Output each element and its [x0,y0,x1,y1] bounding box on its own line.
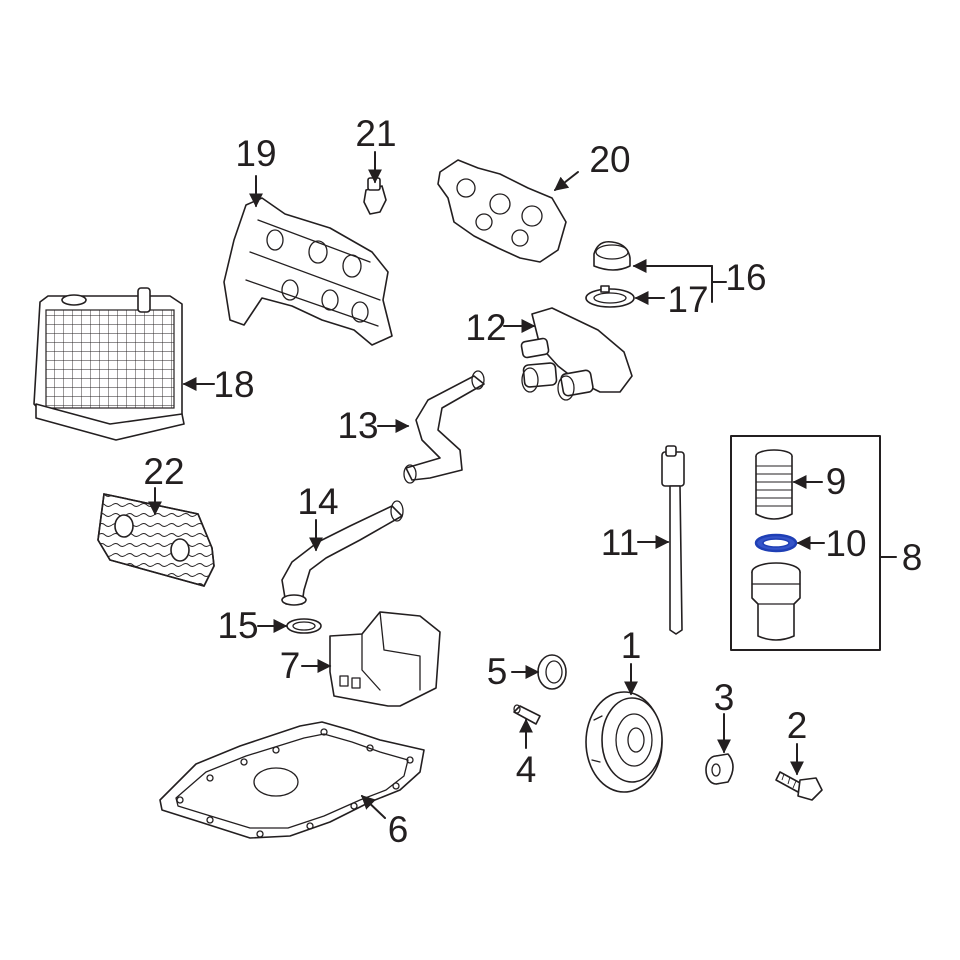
callout-labels: 19 21 20 16 17 18 22 12 13 14 15 7 5 4 6… [143,113,922,850]
callout-5: 5 [487,651,508,692]
callout-7: 7 [280,645,301,686]
part-3-washer[interactable] [705,753,734,785]
part-19-valve-cover[interactable] [223,197,393,346]
part-11-dipstick[interactable] [661,445,685,635]
part-9-filter-element[interactable] [755,449,793,520]
part-5-seal[interactable] [537,654,567,690]
part-18-oil-cooler[interactable] [33,287,185,441]
callout-10: 10 [825,523,866,564]
callout-8: 8 [902,537,923,578]
callout-14: 14 [297,481,338,522]
callout-21: 21 [355,113,396,154]
callout-18: 18 [213,364,254,405]
part-12-thermostat-housing[interactable] [520,307,633,401]
part-13-hose[interactable] [403,370,485,484]
callout-4: 4 [516,749,537,790]
callout-11: 11 [601,522,639,563]
callout-12: 12 [465,307,506,348]
callout-15: 15 [217,605,258,646]
leader-lines [148,151,897,819]
part-17-cap-seal[interactable] [585,285,635,308]
part-15-o-ring[interactable] [286,618,322,634]
part-2-bolt[interactable] [775,771,823,801]
part-22-heat-shield[interactable] [97,493,215,587]
part-8-filter-kit[interactable] [730,435,881,651]
callout-20: 20 [589,139,630,180]
callout-1: 1 [621,625,642,666]
callout-9: 9 [826,461,847,502]
part-7-baffle[interactable] [329,611,441,707]
callout-6: 6 [388,809,409,850]
callout-13: 13 [337,405,378,446]
part-21-sensor[interactable] [363,177,387,215]
part-1-crank-pulley[interactable] [585,691,663,793]
callout-3: 3 [714,677,735,718]
part-20-manifold[interactable] [437,159,567,263]
part-10-filter-o-ring[interactable] [754,533,798,553]
callout-19: 19 [235,133,276,174]
callout-16: 16 [725,257,766,298]
callout-22: 22 [143,451,184,492]
callout-2: 2 [787,705,808,746]
callout-17: 17 [667,279,708,320]
part-8-filter-housing[interactable] [751,562,801,641]
part-16-filler-cap[interactable] [593,240,631,271]
part-6-oil-pan-gasket[interactable] [159,721,425,839]
